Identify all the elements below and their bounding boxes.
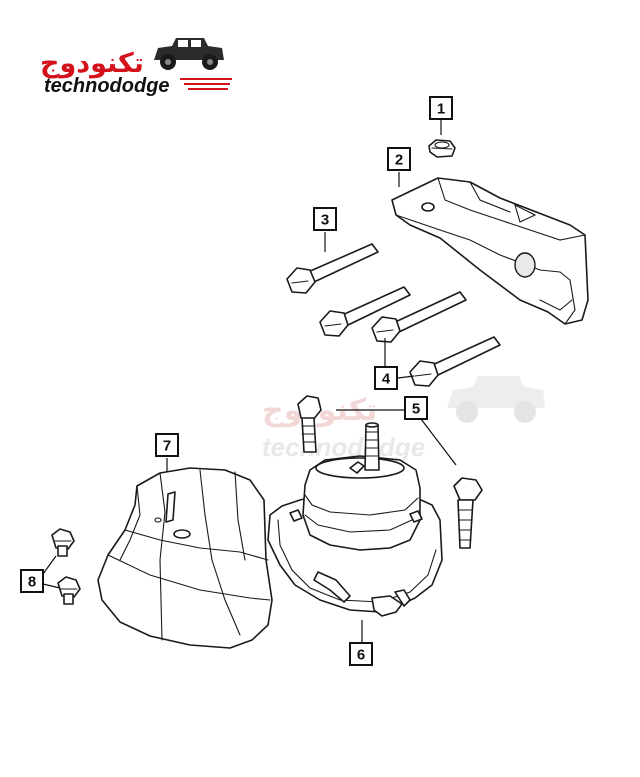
callout-6: 6	[349, 642, 373, 666]
callout-3-label: 3	[321, 212, 329, 229]
jeep-icon	[154, 38, 224, 70]
logo-speed-lines	[180, 78, 232, 90]
callout-7: 7	[155, 433, 179, 457]
bolt	[319, 286, 501, 387]
watermark: تكنودوج technododge	[262, 376, 545, 462]
logo-latin-text: technododge	[44, 75, 170, 97]
callout-8-label: 8	[28, 574, 36, 591]
watermark-jeep-icon	[447, 376, 545, 423]
engine-mount	[267, 422, 443, 617]
bolt	[286, 243, 379, 294]
callout-2-label: 2	[395, 152, 403, 169]
callout-1-label: 1	[437, 101, 445, 118]
nut	[428, 139, 456, 158]
callout-5-label: 5	[412, 401, 420, 418]
callout-4-label: 4	[382, 371, 391, 388]
heat-shield	[97, 467, 273, 649]
callout-3: 3	[313, 207, 337, 231]
leader-lines	[42, 120, 457, 642]
callout-2: 2	[387, 147, 411, 171]
watermark-latin-text: technododge	[262, 432, 425, 462]
callout-8: 8	[20, 569, 44, 593]
callout-6-label: 6	[357, 647, 365, 664]
logo: تكنودوج technododge	[40, 38, 232, 97]
logo-arabic-text: تكنودوج	[40, 48, 144, 79]
callout-1: 1	[429, 96, 453, 120]
bolt	[297, 395, 483, 549]
callout-5: 5	[404, 396, 428, 420]
bolt	[51, 528, 81, 605]
callout-7-label: 7	[163, 438, 171, 455]
bracket	[391, 177, 589, 325]
callout-4: 4	[374, 366, 398, 390]
